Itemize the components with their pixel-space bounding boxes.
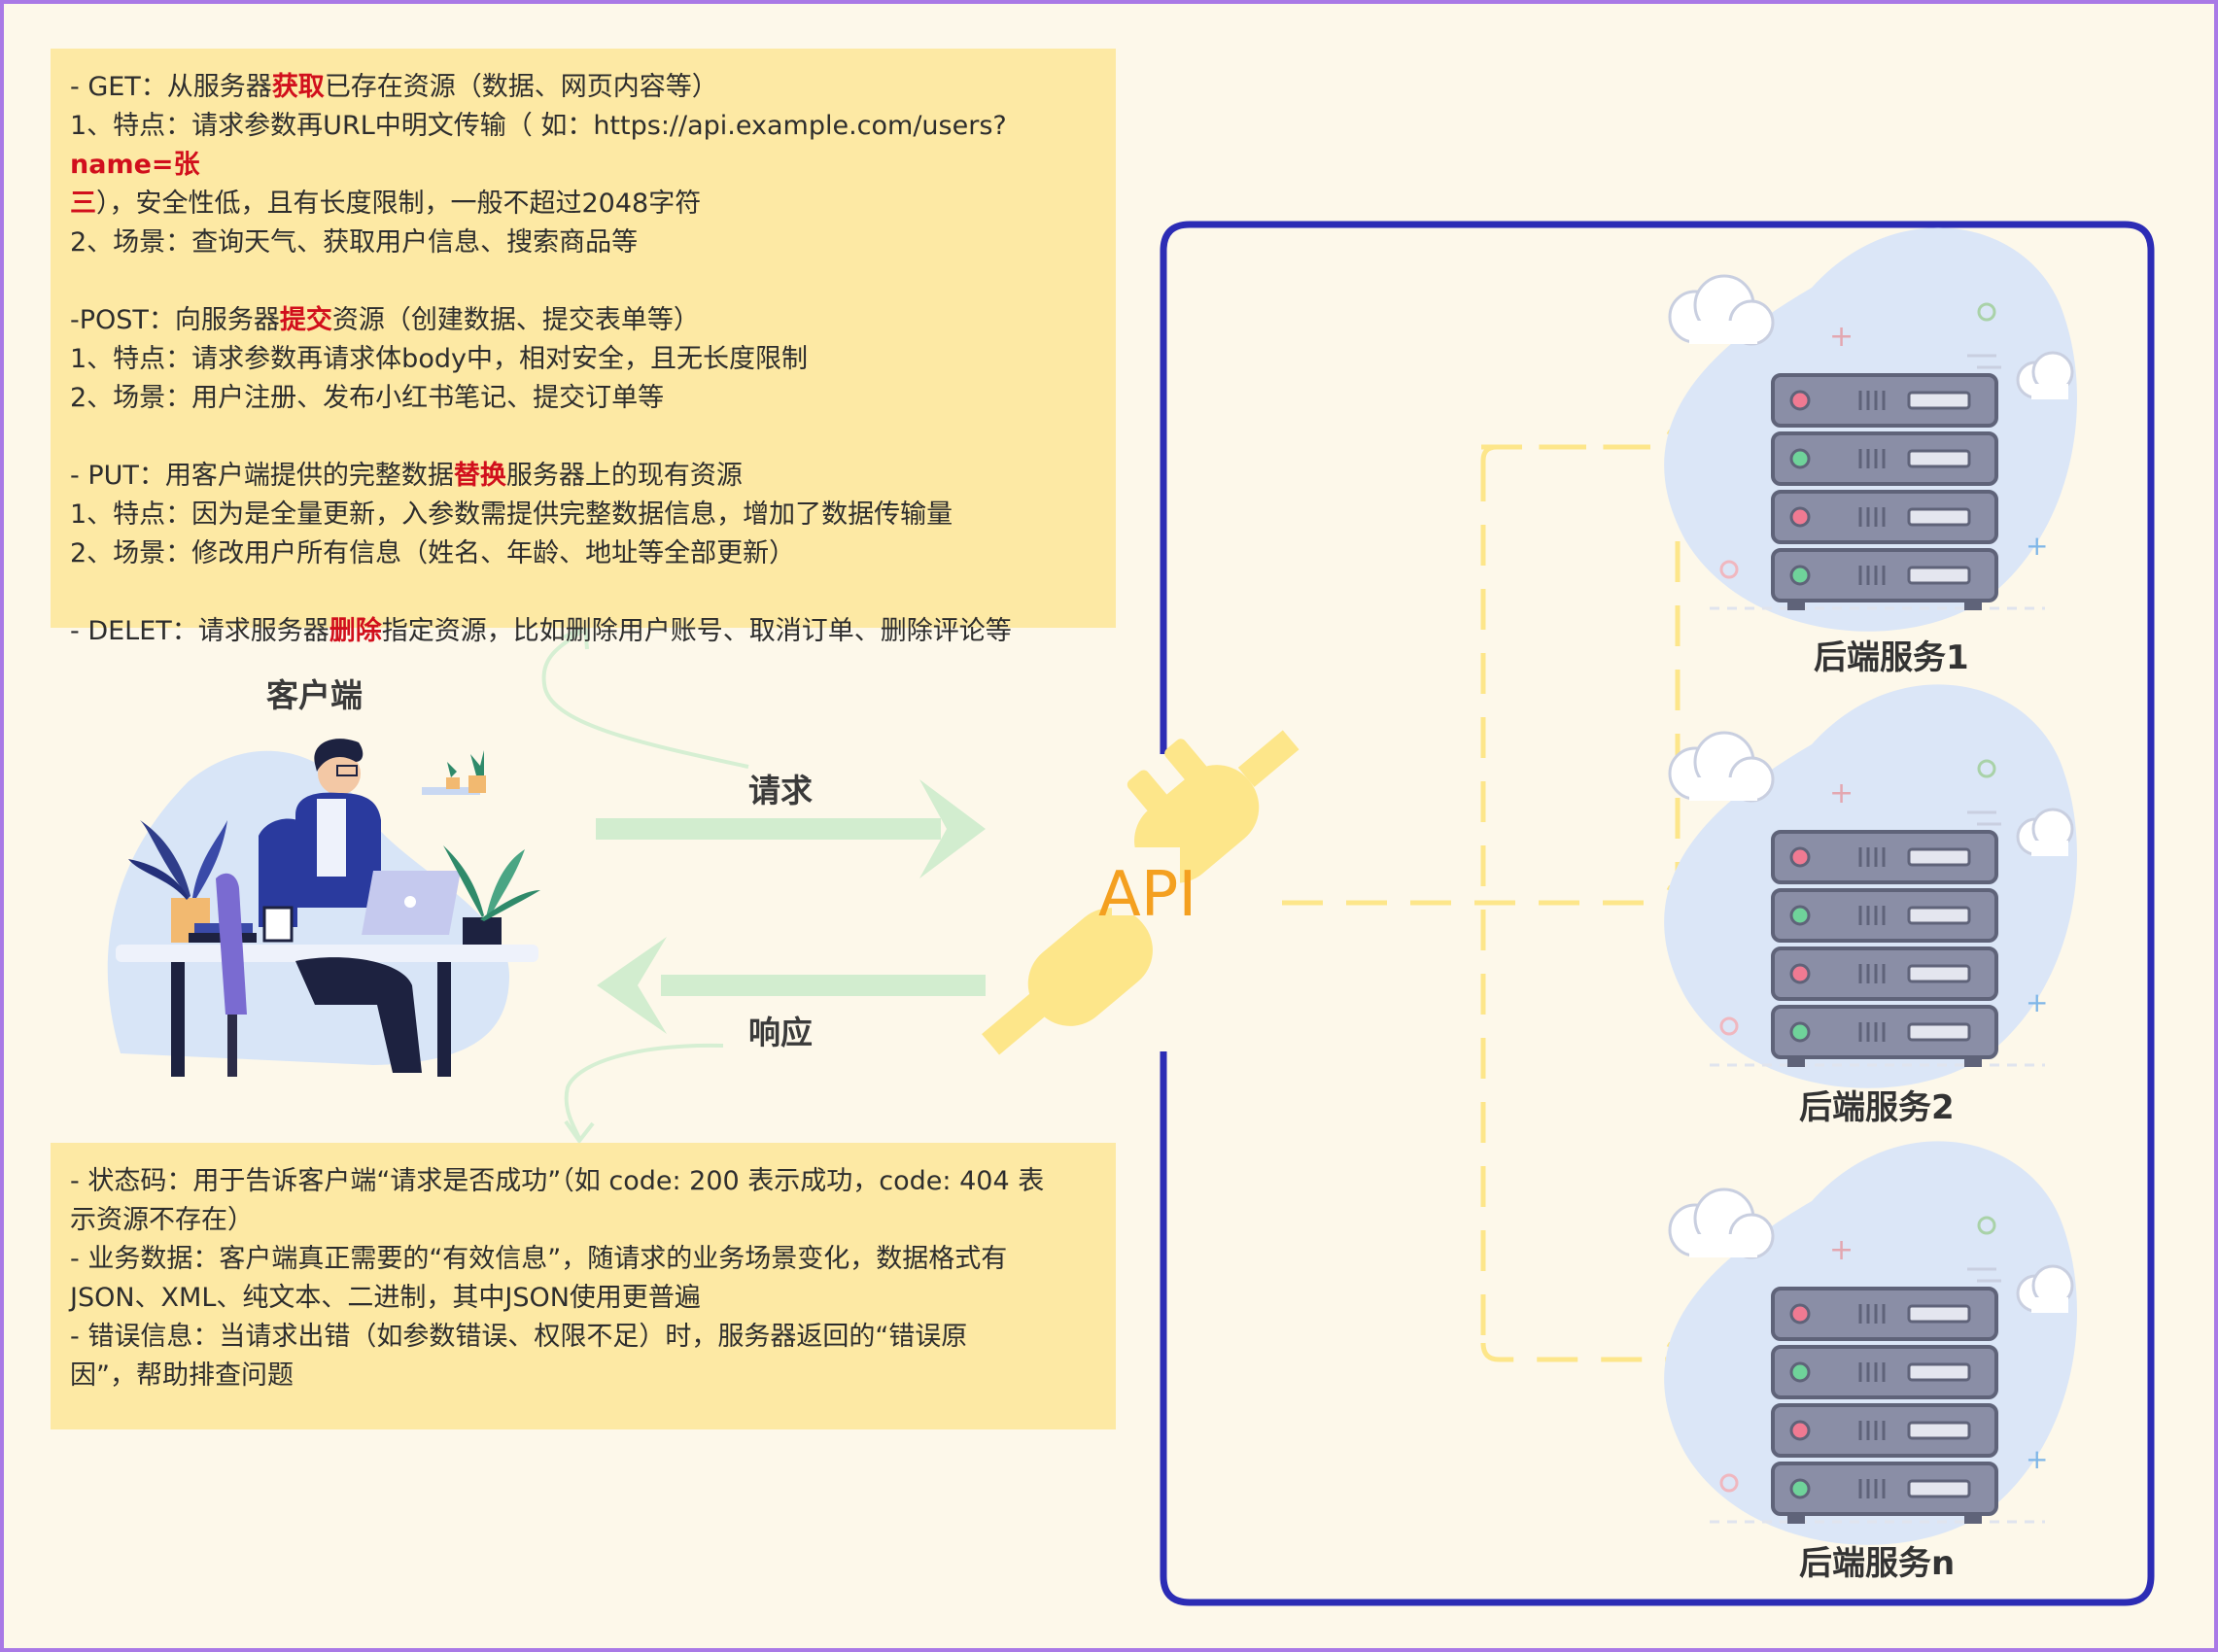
highlighted-keyword: name=张 [70, 150, 200, 180]
backend-service-1-label: 后端服务1 [1814, 638, 1969, 677]
http-methods-note: - GET：从服务器获取已存在资源（数据、网页内容等） 1、特点：请求参数再URL… [51, 49, 1116, 646]
note-text: 服务器上的现有资源 [505, 461, 743, 491]
note-text: ），安全性低，且有长度限制，一般不超过2048字符 [96, 189, 702, 219]
note-line [70, 418, 1096, 457]
response-label: 响应 [748, 1014, 813, 1051]
note-line: 1、特点：因为是全量更新，入参数需提供完整数据信息，增加了数据传输量 [70, 496, 1096, 534]
note-text: 1、特点：因为是全量更新，入参数需提供完整数据信息，增加了数据传输量 [70, 499, 953, 530]
note-line: -POST：向服务器提交资源（创建数据、提交表单等） [70, 301, 1096, 340]
note-connectors [541, 622, 749, 1145]
client-label: 客户端 [266, 676, 363, 714]
note-text: 1、特点：请求参数再URL中明文传输（ 如：https://api.exampl… [70, 111, 1007, 141]
note-text: 资源（创建数据、提交表单等） [331, 305, 700, 335]
note-line: JSON、XML、纯文本、二进制，其中JSON使用更普遍 [70, 1279, 1096, 1318]
note-line: 2、场景：用户注册、发布小红书笔记、提交订单等 [70, 379, 1096, 418]
note-line: 1、特点：请求参数再请求体body中，相对安全，且无长度限制 [70, 340, 1096, 379]
request-label: 请求 [748, 772, 813, 809]
note-line: 三），安全性低，且有长度限制，一般不超过2048字符 [70, 185, 1096, 224]
highlighted-keyword: 删除 [329, 616, 382, 646]
note-text: 1、特点：请求参数再请求体body中，相对安全，且无长度限制 [70, 344, 808, 374]
note-line [70, 573, 1096, 612]
backend-service-n-label: 后端服务n [1799, 1544, 1956, 1583]
server-group-frame [1160, 221, 2155, 1606]
note-line: - DELET：请求服务器删除指定资源，比如删除用户账号、取消订单、删除评论等 [70, 612, 1096, 651]
note-text: - 业务数据：客户端真正需要的“有效信息”，随请求的业务场景变化，数据格式有 [70, 1244, 1008, 1274]
note-line: 1、特点：请求参数再URL中明文传输（ 如：https://api.exampl… [70, 107, 1096, 185]
note-line: - 错误信息：当请求出错（如参数错误、权限不足）时，服务器返回的“错误原 [70, 1318, 1096, 1357]
note-text: 示资源不存在） [70, 1205, 254, 1235]
note-text: 已存在资源（数据、网页内容等） [324, 72, 718, 102]
request-arrow [596, 779, 986, 878]
note-line: - 状态码：用于告诉客户端“请求是否成功”（如 code: 200 表示成功，c… [70, 1162, 1096, 1201]
api-label: API [1098, 859, 1197, 931]
note-text: 2、场景：用户注册、发布小红书笔记、提交订单等 [70, 383, 665, 413]
response-content-note: - 状态码：用于告诉客户端“请求是否成功”（如 code: 200 表示成功，c… [51, 1143, 1116, 1429]
note-line: 2、场景：修改用户所有信息（姓名、年龄、地址等全部更新） [70, 534, 1096, 573]
note-line: - PUT：用客户端提供的完整数据替换服务器上的现有资源 [70, 457, 1096, 496]
note-line: 因”，帮助排查问题 [70, 1357, 1096, 1395]
diagram-graphics: + + [107, 221, 2155, 1606]
highlighted-keyword: 获取 [271, 72, 325, 102]
note-line: - GET：从服务器获取已存在资源（数据、网页内容等） [70, 68, 1096, 107]
api-plug-icon [982, 730, 1300, 1055]
note-line: - 业务数据：客户端真正需要的“有效信息”，随请求的业务场景变化，数据格式有 [70, 1240, 1096, 1279]
note-text: 因”，帮助排查问题 [70, 1360, 294, 1391]
note-text: - 错误信息：当请求出错（如参数错误、权限不足）时，服务器返回的“错误原 [70, 1322, 968, 1352]
note-line: 2、场景：查询天气、获取用户信息、搜索商品等 [70, 224, 1096, 262]
note-text: - GET：从服务器 [70, 72, 272, 102]
highlighted-keyword: 三 [70, 189, 96, 219]
note-line: 示资源不存在） [70, 1201, 1096, 1240]
backend-service-2-label: 后端服务2 [1799, 1088, 1955, 1127]
server-rack-icon [1662, 1139, 2080, 1547]
note-text: - 状态码：用于告诉客户端“请求是否成功”（如 code: 200 表示成功，c… [70, 1166, 1045, 1196]
server-rack-icon [1662, 682, 2080, 1090]
person-at-desk-illustration [107, 739, 540, 1077]
note-text: JSON、XML、纯文本、二进制，其中JSON使用更普遍 [70, 1283, 701, 1313]
api-to-servers-connectors [1282, 444, 1700, 1362]
note-text: 2、场景：查询天气、获取用户信息、搜索商品等 [70, 227, 639, 258]
note-text: 指定资源，比如删除用户账号、取消订单、删除评论等 [381, 616, 1012, 646]
note-text: - DELET：请求服务器 [70, 616, 329, 646]
note-text: 2、场景：修改用户所有信息（姓名、年龄、地址等全部更新） [70, 538, 796, 568]
highlighted-keyword: 替换 [453, 461, 506, 491]
note-line [70, 262, 1096, 301]
note-text: -POST：向服务器 [70, 305, 280, 335]
note-text: - PUT：用客户端提供的完整数据 [70, 461, 454, 491]
server-rack-icon [1662, 225, 2080, 634]
highlighted-keyword: 提交 [279, 305, 332, 335]
response-arrow [597, 937, 986, 1034]
